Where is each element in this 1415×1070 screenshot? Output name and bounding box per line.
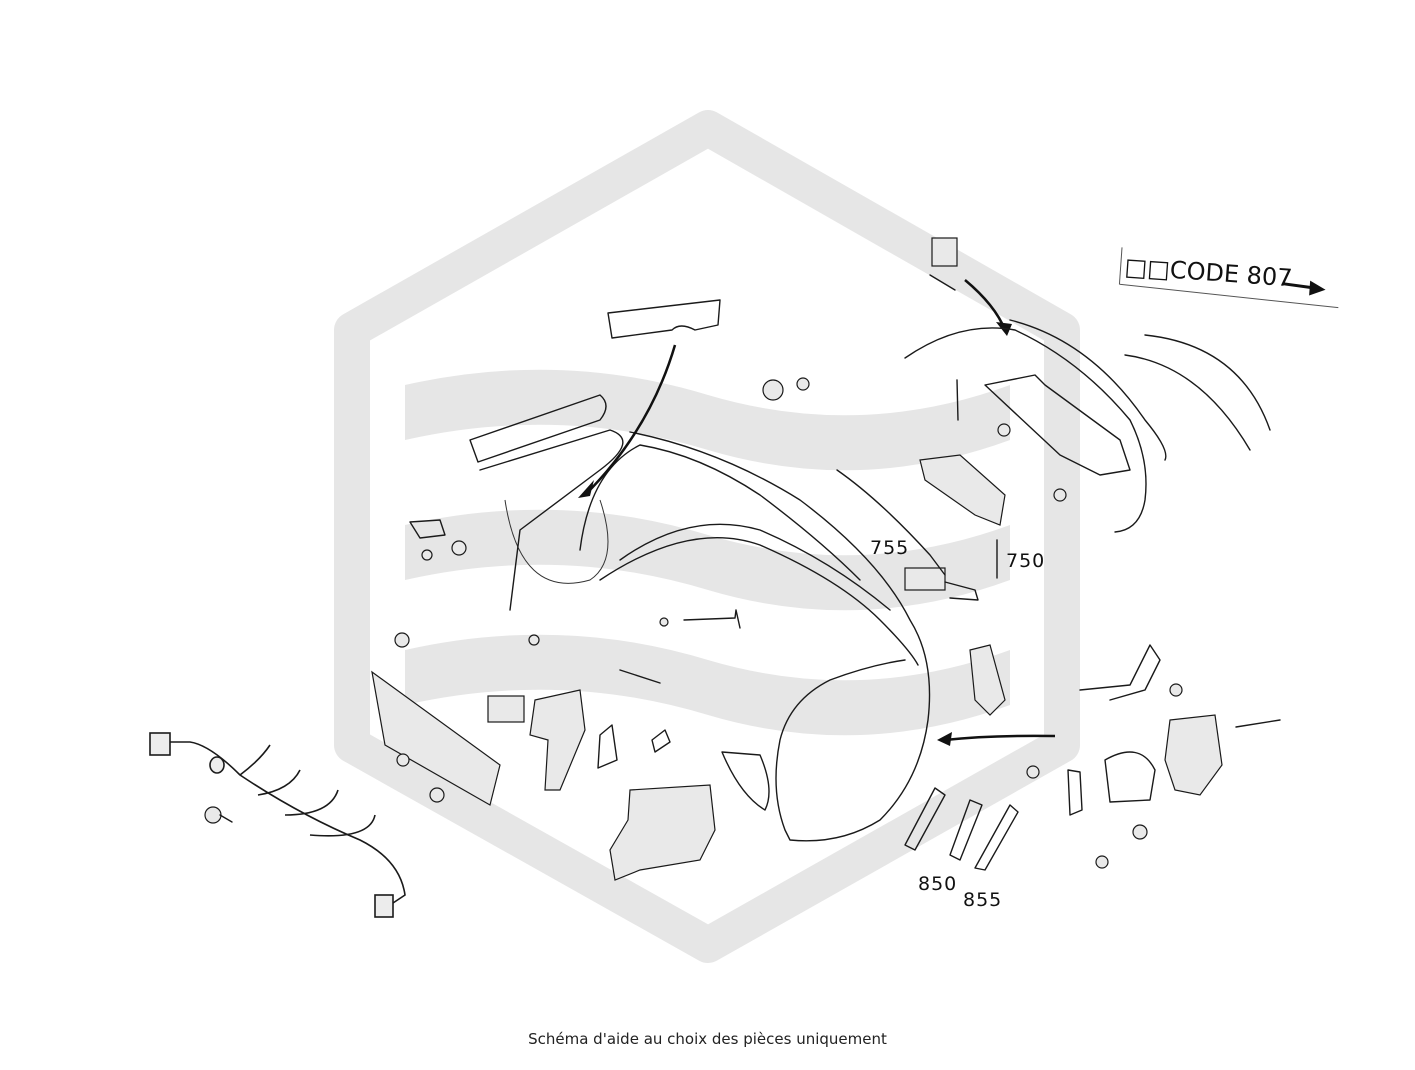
rear-bumper-lower — [904, 319, 1271, 533]
code-label: □□CODE 807 — [1118, 247, 1339, 309]
part-number-label: 755 — [870, 537, 909, 559]
left-side-panel — [469, 394, 624, 611]
parking-sensor — [204, 806, 233, 824]
left-guide — [529, 689, 586, 791]
part-number-label: 850 — [918, 873, 957, 895]
right-arrow-icon — [1282, 280, 1326, 296]
diagram-caption: Schéma d'aide au choix des pièces unique… — [528, 1030, 887, 1048]
part-number-label: 855 — [963, 889, 1002, 911]
wiring-harness — [149, 732, 406, 918]
code-label-text: □□CODE 807 — [1124, 253, 1294, 293]
rear-bumper-cover — [504, 431, 931, 842]
cover-plate — [607, 299, 721, 339]
reflector — [721, 751, 770, 811]
sensor-module — [904, 567, 979, 601]
left-carrier-bracket — [371, 670, 501, 806]
center-bracket — [919, 454, 1006, 526]
fasteners — [394, 274, 1281, 869]
sensor-box — [487, 695, 525, 723]
watermark-logo — [334, 110, 1080, 963]
part-number-label: 750 — [1006, 550, 1045, 572]
right-bracket — [969, 644, 1223, 803]
lower-heat-shield — [609, 784, 716, 881]
mounting-bracket-top — [931, 237, 958, 267]
trim-strips — [904, 787, 1019, 871]
